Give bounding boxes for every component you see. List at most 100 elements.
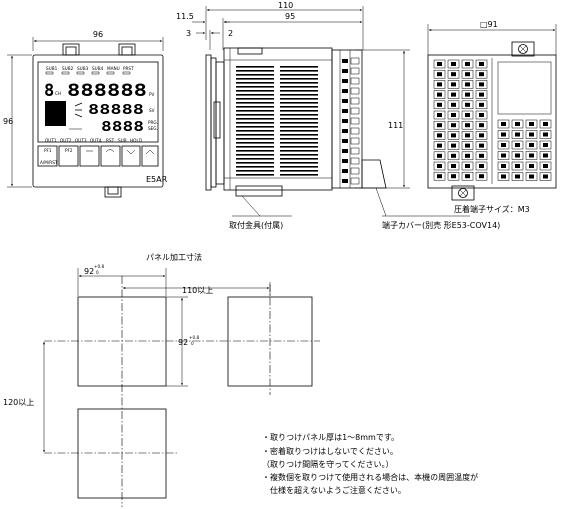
- channel-digit: 8: [44, 81, 54, 101]
- terminal-clamp: [342, 59, 348, 63]
- rear-option-slot: [497, 61, 552, 115]
- rear-terminal-screw: [437, 92, 442, 97]
- rear-terminal: [525, 172, 538, 181]
- seg-label: SEG.: [148, 126, 158, 131]
- terminal-clamp: [342, 89, 348, 93]
- sv-label: SV: [149, 108, 155, 113]
- rear-terminal-screw: [501, 132, 506, 137]
- vent-slot: [236, 150, 274, 152]
- rear-terminal: [447, 80, 460, 89]
- display-window: [37, 61, 159, 143]
- rear-terminal-screw: [479, 133, 484, 138]
- vent-slot: [280, 162, 318, 164]
- vent-slot: [236, 118, 274, 120]
- rear-terminal-screw: [451, 133, 456, 138]
- rear-terminal-screw: [451, 113, 456, 117]
- key-pf2-label: PF2: [65, 148, 73, 153]
- rear-terminal: [539, 151, 552, 160]
- vent-slot: [280, 94, 318, 96]
- rear-terminal-screw: [479, 62, 484, 66]
- rear-terminal: [511, 161, 524, 171]
- rear-terminal-screw: [465, 82, 470, 87]
- output-label-out2: OUT2: [60, 138, 72, 143]
- rear-terminal: [525, 140, 538, 150]
- rear-terminal: [447, 171, 460, 181]
- product-name: E5AR: [146, 175, 168, 184]
- vent-slot: [236, 130, 274, 132]
- side-dimension-11-5: 11.5: [176, 12, 194, 21]
- cutout-width-tol-zero: 0: [96, 270, 99, 275]
- note-line-2: ・密着取りつけはしないでください。: [262, 446, 398, 456]
- rear-terminal: [525, 161, 538, 171]
- rear-terminal: [497, 172, 510, 181]
- vent-slot: [236, 78, 274, 80]
- rear-terminal: [447, 90, 460, 99]
- rear-terminal-screw: [451, 62, 456, 66]
- terminal-clamp: [342, 69, 348, 73]
- rear-terminal-screw: [437, 113, 442, 117]
- rear-terminal: [497, 119, 510, 129]
- vent-slot: [280, 174, 318, 176]
- rear-terminal: [447, 131, 460, 140]
- vent-slot: [236, 170, 274, 172]
- rear-terminal: [475, 151, 488, 161]
- rear-terminal: [525, 130, 538, 139]
- rear-terminal: [511, 119, 524, 129]
- rear-terminal: [475, 141, 488, 150]
- rear-terminal: [475, 110, 488, 120]
- rear-terminal-screw: [451, 102, 456, 107]
- rear-terminal-screw: [437, 143, 442, 148]
- rear-terminal: [539, 130, 552, 139]
- rear-terminal: [433, 120, 446, 130]
- status-label-sub2: SUB2: [62, 66, 74, 71]
- terminal-screw: [350, 67, 360, 75]
- rear-terminal-screw: [501, 122, 506, 126]
- rear-terminal: [475, 161, 488, 171]
- vent-slot: [236, 106, 274, 108]
- rear-frame: [427, 54, 557, 189]
- rear-terminal-screw: [465, 62, 470, 66]
- vent-slot: [280, 74, 318, 76]
- status-label-prst: PRST: [123, 66, 134, 71]
- vent-slot: [236, 138, 274, 140]
- rear-terminal: [447, 110, 460, 120]
- rear-terminal-screw: [479, 72, 484, 77]
- output-label-hold: HOLD: [130, 138, 142, 143]
- vent-slot: [236, 70, 274, 72]
- vent-slot: [280, 114, 318, 116]
- rear-terminal: [525, 151, 538, 160]
- vent-slot: [236, 166, 274, 168]
- terminal-screw: [350, 57, 360, 65]
- side-dimension-2: 2: [228, 29, 233, 38]
- rear-terminal-screw: [437, 102, 442, 107]
- vent-slot: [236, 90, 274, 92]
- rear-terminal: [433, 141, 446, 150]
- status-label-sub4: SUB4: [92, 66, 104, 71]
- rear-terminal: [475, 171, 488, 181]
- output-label-out3: OUT3: [75, 138, 87, 143]
- terminal-screw: [350, 137, 360, 145]
- rear-terminal: [447, 151, 460, 161]
- rear-terminal-screw: [543, 122, 548, 126]
- rear-terminal-screw: [451, 164, 456, 168]
- terminal-screw: [350, 117, 360, 125]
- terminal-screw: [350, 77, 360, 85]
- key-pf2: [58, 145, 79, 167]
- vent-slot: [280, 90, 318, 92]
- cutout-height-tol-zero: 0: [191, 341, 194, 346]
- key-mode: [79, 145, 100, 167]
- rear-terminal-screw: [501, 164, 506, 168]
- rear-terminal-screw: [543, 132, 548, 137]
- key-pf1-label: PF1: [44, 148, 52, 153]
- rear-terminal-screw: [515, 164, 520, 168]
- side-view: 110 11.5 95 3 2: [176, 1, 500, 230]
- rear-terminal-screw: [529, 132, 534, 137]
- status-label-manu: MANU: [107, 66, 120, 71]
- vent-slot: [236, 74, 274, 76]
- vent-slot: [280, 130, 318, 132]
- rear-terminal-screw: [479, 174, 484, 179]
- rear-terminal-screw: [437, 164, 442, 168]
- vent-slot: [280, 138, 318, 140]
- rear-terminal: [461, 161, 474, 171]
- rear-terminal: [433, 90, 446, 99]
